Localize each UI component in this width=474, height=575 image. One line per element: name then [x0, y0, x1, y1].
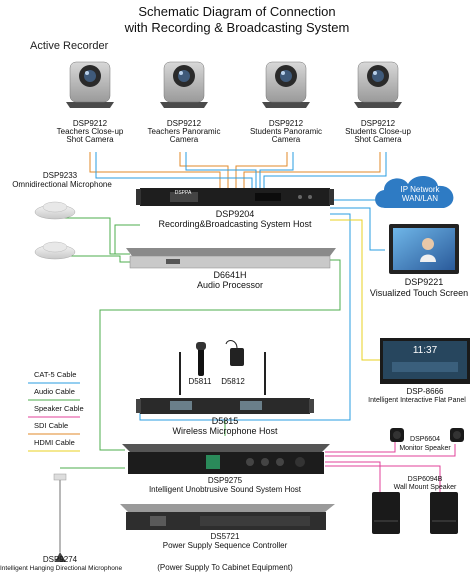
hanging-mic-drawing	[54, 474, 66, 562]
camera-1-label: DSP9212 Teachers Close-up Shot Camera	[40, 120, 140, 144]
panel-model: DSP-8666	[380, 388, 470, 396]
power-model: DS5721	[190, 533, 260, 541]
recorder-host-drawing	[136, 188, 334, 206]
camera-4-desc2: Shot Camera	[328, 136, 428, 144]
panel-desc: Intelligent Interactive Flat Panel	[360, 397, 474, 405]
wireless-mic-2: D5812	[218, 378, 248, 386]
sound-host-model: DSP9275	[180, 477, 270, 485]
wireless-mic-1: D5811	[185, 378, 215, 386]
mic-model: DSP9233	[10, 172, 110, 180]
audio-proc-desc: Audio Processor	[170, 281, 290, 290]
legend-speaker: Speaker Cable	[34, 405, 84, 413]
power-note: (Power Supply To Cabinet Equipment)	[145, 564, 305, 572]
panel-time: 11:37	[390, 347, 460, 355]
recorder-logo: DSPPA	[171, 189, 195, 197]
wall-desc: Wall Mount Speaker	[385, 484, 465, 492]
monitor-model: DSP6604	[400, 436, 450, 444]
hanging-desc: Intelligent Hanging Directional Micropho…	[0, 565, 122, 573]
touch-screen-drawing	[389, 224, 459, 274]
camera-1-desc2: Shot Camera	[40, 136, 140, 144]
camera-4-label: DSP9212 Students Close-up Shot Camera	[328, 120, 428, 144]
camera-3-label: DSP9212 Students Panoramic Camera	[236, 120, 336, 144]
wall-speaker-drawings	[372, 492, 458, 534]
wall-model: DSP6094B	[390, 476, 460, 484]
camera-drawings	[66, 62, 402, 108]
touch-model: DSP9221	[384, 278, 464, 287]
audio-proc-model: D6641H	[180, 271, 280, 280]
recorder-desc: Recording&Broadcasting System Host	[140, 220, 330, 229]
ceiling-mic-drawings	[35, 202, 75, 259]
recorder-model: DSP9204	[160, 210, 310, 219]
power-controller-drawing	[120, 504, 335, 530]
camera-2-desc2: Camera	[134, 136, 234, 144]
network-line2: WAN/LAN	[390, 195, 450, 203]
legend-hdmi: HDMI Cable	[34, 439, 75, 447]
section-label: Active Recorder	[30, 42, 108, 50]
sdi-cables	[90, 152, 380, 192]
camera-3-desc2: Camera	[236, 136, 336, 144]
wireless-host-model: D5815	[180, 417, 270, 426]
sound-host-desc: Intelligent Unobtrusive Sound System Hos…	[130, 486, 320, 494]
audio-processor-drawing	[126, 248, 336, 268]
legend-cat5: CAT-5 Cable	[34, 371, 76, 379]
monitor-desc: Monitor Speaker	[395, 445, 455, 453]
sound-host-drawing	[122, 444, 330, 474]
wireless-host-desc: Wireless Microphone Host	[150, 427, 300, 436]
legend-audio: Audio Cable	[34, 388, 75, 396]
power-desc: Power Supply Sequence Controller	[150, 542, 300, 550]
hanging-model: DSP9274	[30, 556, 90, 564]
camera-2-label: DSP9212 Teachers Panoramic Camera	[134, 120, 234, 144]
legend-sdi: SDI Cable	[34, 422, 68, 430]
diagram-title-line1: Schematic Diagram of Connection	[0, 4, 474, 19]
mic-desc: Omnidirectional Microphone	[2, 181, 122, 189]
network-line1: IP Network	[390, 186, 450, 194]
diagram-title-line2: with Recording & Broadcasting System	[0, 20, 474, 35]
touch-desc: Visualized Touch Screen	[364, 289, 474, 298]
